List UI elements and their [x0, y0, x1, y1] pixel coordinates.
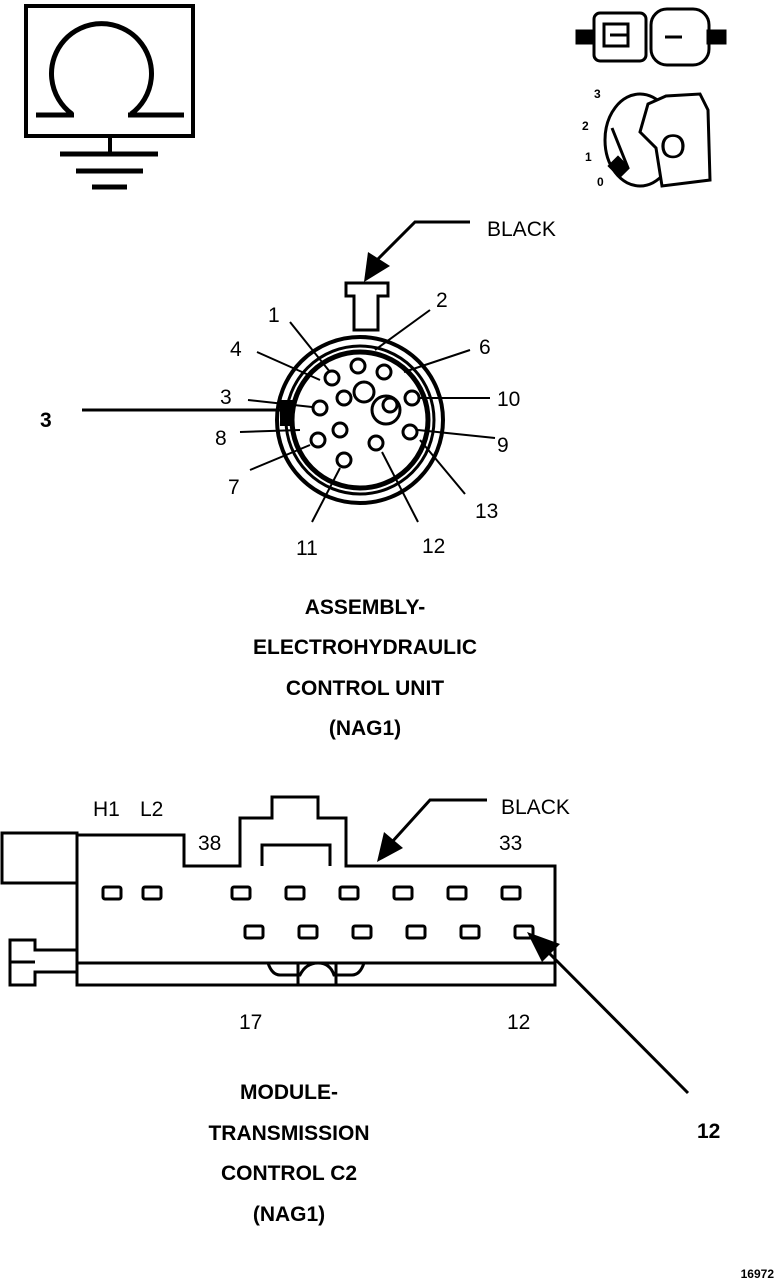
c2-label-l2: L2 — [140, 798, 163, 821]
c2-label-h1: H1 — [93, 798, 120, 821]
c1-pin-8: 8 — [215, 427, 227, 450]
rectangular-connector-face — [0, 795, 690, 1095]
connector1-callout-pin: 3 — [40, 409, 52, 432]
ignition-pos-3: 3 — [594, 87, 601, 101]
ohmmeter-ground-icon — [24, 4, 195, 190]
connector2-title-line-3: CONTROL C2 — [221, 1162, 357, 1185]
c2-label-33: 33 — [499, 832, 522, 855]
connector2-title-line-2: TRANSMISSION — [208, 1122, 369, 1145]
connector1-title-line-4: (NAG1) — [329, 717, 401, 740]
connector1-title-line-1: ASSEMBLY- — [305, 596, 426, 619]
c1-pin-1: 1 — [268, 304, 280, 327]
c2-label-17: 17 — [239, 1011, 262, 1034]
connector2-callout-pin: 12 — [697, 1120, 720, 1143]
figure-id: 16972 — [741, 1267, 775, 1281]
ignition-pos-2: 2 — [582, 119, 589, 133]
ignition-key-symbol: O — [660, 128, 686, 166]
connector1-title-line-3: CONTROL UNIT — [286, 677, 444, 700]
connector2-title-line-1: MODULE- — [240, 1081, 338, 1104]
c1-pin-9: 9 — [497, 434, 509, 457]
c1-pin-13: 13 — [475, 500, 498, 523]
ignition-pos-0: 0 — [597, 175, 604, 189]
ignition-key-icon — [603, 92, 712, 188]
connector-plug-icon — [575, 7, 727, 67]
c1-pin-4: 4 — [230, 338, 242, 361]
connector1-color-label: BLACK — [487, 218, 556, 241]
c1-pin-11: 11 — [296, 537, 318, 560]
connector2-title-line-4: (NAG1) — [253, 1203, 325, 1226]
c1-pin-3: 3 — [220, 386, 232, 409]
c2-label-12: 12 — [507, 1011, 530, 1034]
ignition-pos-1: 1 — [585, 150, 592, 164]
c1-pin-6: 6 — [479, 336, 491, 359]
round-connector-face — [82, 220, 496, 523]
connector2-color-label: BLACK — [501, 796, 570, 819]
c2-label-38: 38 — [198, 832, 221, 855]
c1-pin-7: 7 — [228, 476, 240, 499]
connector1-title-line-2: ELECTROHYDRAULIC — [253, 636, 477, 659]
c1-pin-2: 2 — [436, 289, 448, 312]
c1-pin-12: 12 — [422, 535, 445, 558]
c1-pin-10: 10 — [497, 388, 520, 411]
